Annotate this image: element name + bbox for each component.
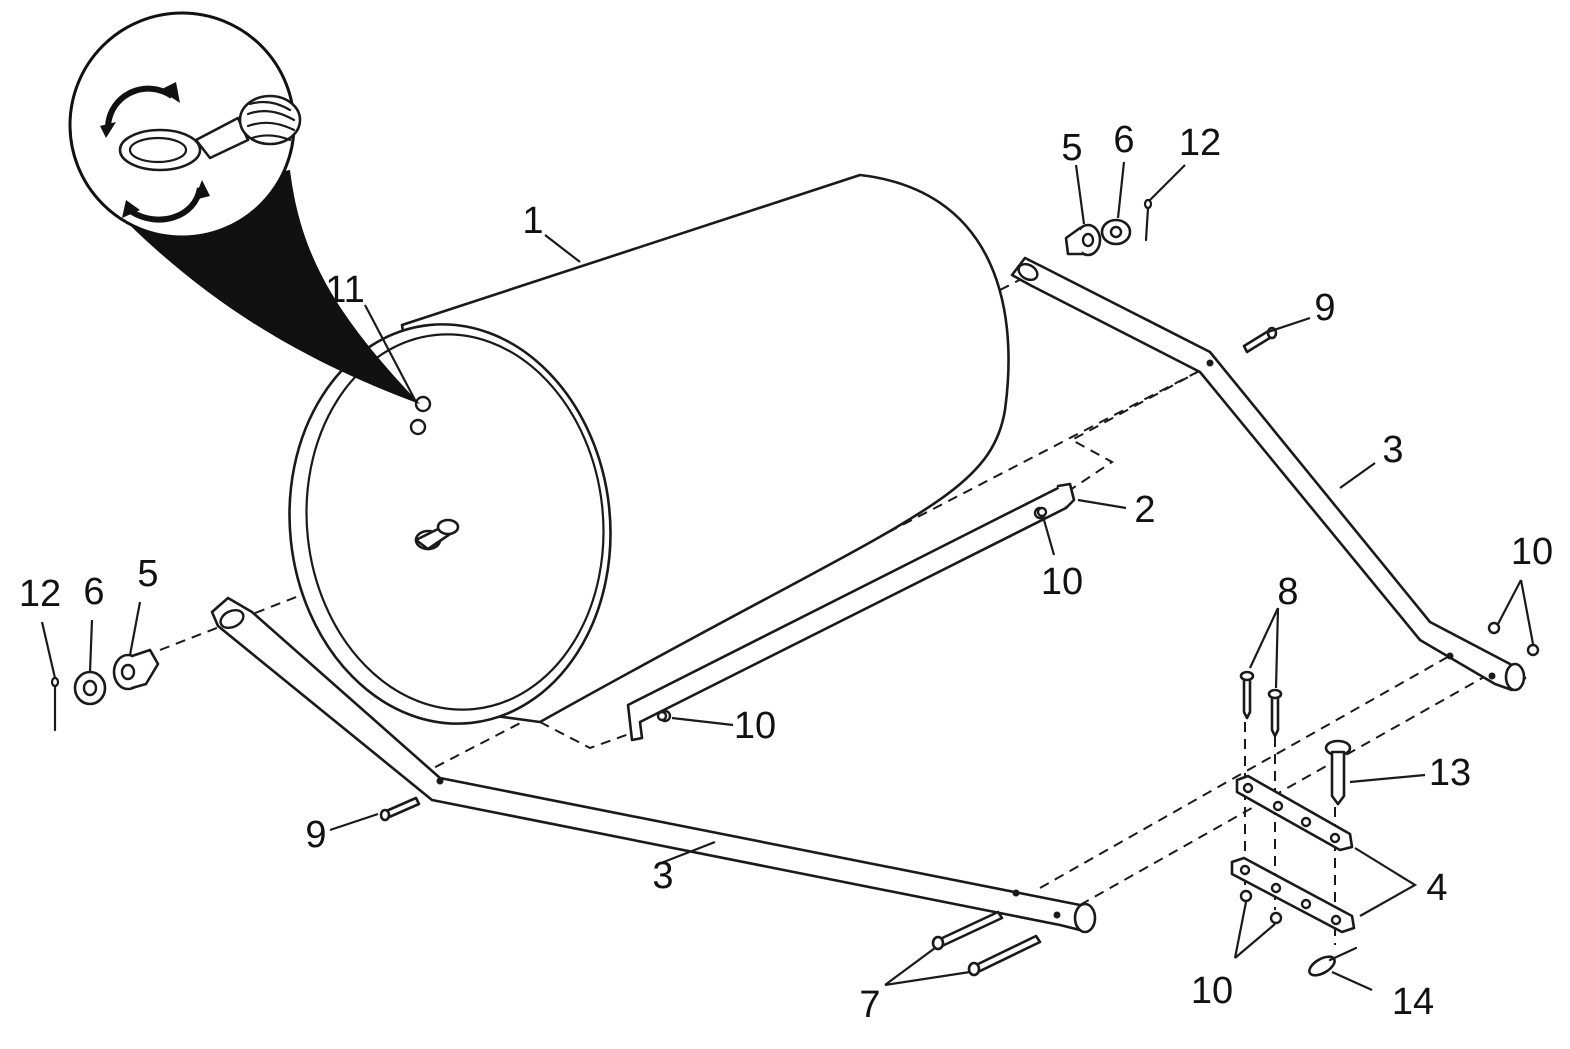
bolts-8 <box>1239 670 1283 738</box>
callout-13: 13 <box>1429 752 1471 794</box>
callout-10-brace-bottom: 10 <box>734 705 776 747</box>
axle-stub <box>414 518 460 551</box>
roller-drum <box>288 173 1010 725</box>
callout-3-left: 3 <box>652 855 673 897</box>
callout-3-right: 3 <box>1382 429 1403 471</box>
hitch-pin-14 <box>1308 946 1358 977</box>
callout-8: 8 <box>1277 571 1298 613</box>
handle-right <box>1010 256 1527 692</box>
callout-labels: 1 11 5 6 12 9 3 2 10 10 8 12 6 5 10 13 9… <box>19 119 1553 1026</box>
callout-4: 4 <box>1426 867 1447 909</box>
leader-lines <box>40 161 1535 992</box>
callout-9-right: 9 <box>1314 287 1335 329</box>
bolt-9-right <box>1242 326 1278 354</box>
left-hardware <box>50 648 160 732</box>
clevis-pin-13 <box>1324 739 1352 806</box>
nuts-10 <box>656 506 1540 925</box>
rotate-arrows-icon <box>100 82 210 223</box>
callout-5-left: 5 <box>137 553 158 595</box>
drain-plug-detail-icon <box>68 11 420 404</box>
cotter-pin-right <box>1143 198 1153 242</box>
bolt-9-left <box>379 796 421 822</box>
callout-7: 7 <box>859 984 880 1026</box>
threaded-plug <box>238 94 302 146</box>
callout-14: 14 <box>1392 981 1434 1023</box>
bolts-7 <box>931 910 1042 977</box>
callout-6-right: 6 <box>1113 119 1134 161</box>
callout-10-plates: 10 <box>1191 970 1233 1012</box>
callout-5-right: 5 <box>1061 127 1082 169</box>
handle-plates <box>1230 774 1356 934</box>
callout-6-left: 6 <box>83 571 104 613</box>
drain-plug <box>409 395 432 436</box>
callout-12-right: 12 <box>1179 122 1221 164</box>
bushing-left <box>112 648 160 691</box>
cotter-pin-left <box>50 676 60 732</box>
handle-left <box>210 596 1097 934</box>
callout-10-brace-top: 10 <box>1041 561 1083 603</box>
callout-11: 11 <box>325 269 364 311</box>
callout-9-left: 9 <box>305 814 326 856</box>
callout-1: 1 <box>522 200 543 242</box>
callout-12-left: 12 <box>19 573 61 615</box>
callout-2: 2 <box>1134 489 1155 531</box>
washer-left <box>73 670 107 706</box>
callout-10-right-handle: 10 <box>1511 531 1553 573</box>
right-hardware <box>1064 198 1153 257</box>
washer-right <box>1100 218 1132 246</box>
bushing-right <box>1064 223 1102 257</box>
